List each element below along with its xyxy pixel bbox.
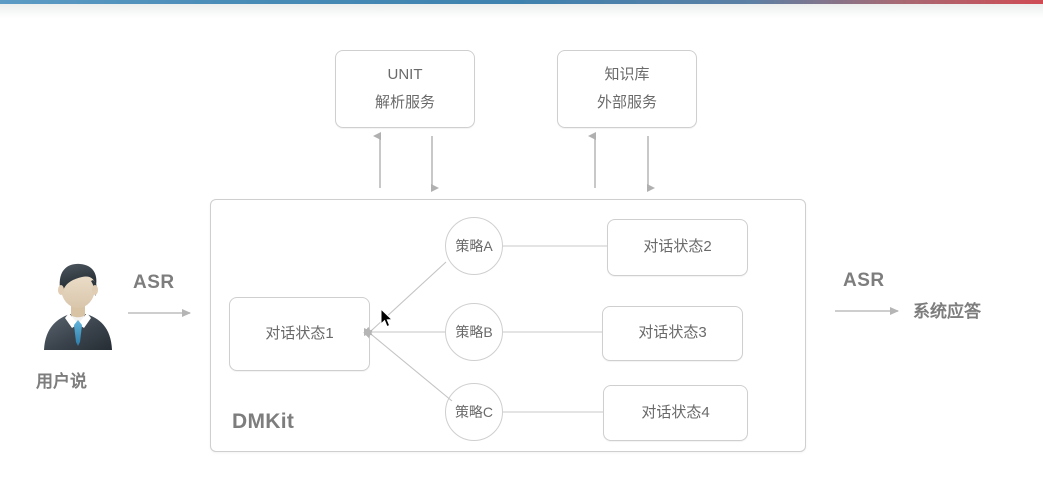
dialog-state-2-label: 对话状态2 (643, 238, 712, 256)
mouse-cursor (380, 308, 394, 328)
policy-c-circle[interactable]: 策略C (445, 383, 503, 441)
dialog-state-1-box[interactable]: 对话状态1 (229, 297, 370, 371)
knowledge-base-title: 知识库 (604, 65, 650, 83)
policy-b-label: 策略B (455, 324, 493, 340)
dialog-state-4-label: 对话状态4 (641, 403, 710, 421)
policy-c-label: 策略C (454, 404, 494, 420)
top-accent-bar (0, 0, 1043, 4)
dialog-state-3-label: 对话状态3 (638, 324, 707, 342)
dialog-state-4-box[interactable]: 对话状态4 (603, 385, 748, 441)
user-says-label: 用户说 (36, 372, 87, 391)
policy-b-circle[interactable]: 策略B (445, 303, 503, 361)
top-bar-shadow (0, 4, 1043, 18)
unit-service-subtitle: 解析服务 (374, 94, 435, 111)
unit-service-box[interactable]: UNIT 解析服务 (335, 50, 475, 128)
dialog-state-1-label: 对话状态1 (265, 324, 334, 342)
asr-input-label: ASR (133, 272, 175, 293)
knowledge-base-subtitle: 外部服务 (596, 94, 657, 111)
dialog-state-2-box[interactable]: 对话状态2 (607, 219, 748, 276)
unit-service-title: UNIT (387, 65, 423, 83)
policy-a-circle[interactable]: 策略A (445, 217, 503, 275)
user-avatar-icon (44, 263, 112, 350)
dialog-state-3-box[interactable]: 对话状态3 (602, 306, 743, 361)
asr-output-label: ASR (843, 270, 885, 291)
knowledge-base-service-box[interactable]: 知识库 外部服务 (557, 50, 697, 128)
dmkit-label: DMKit (232, 410, 295, 433)
policy-a-label: 策略A (455, 238, 493, 254)
system-reply-label: 系统应答 (913, 302, 981, 321)
